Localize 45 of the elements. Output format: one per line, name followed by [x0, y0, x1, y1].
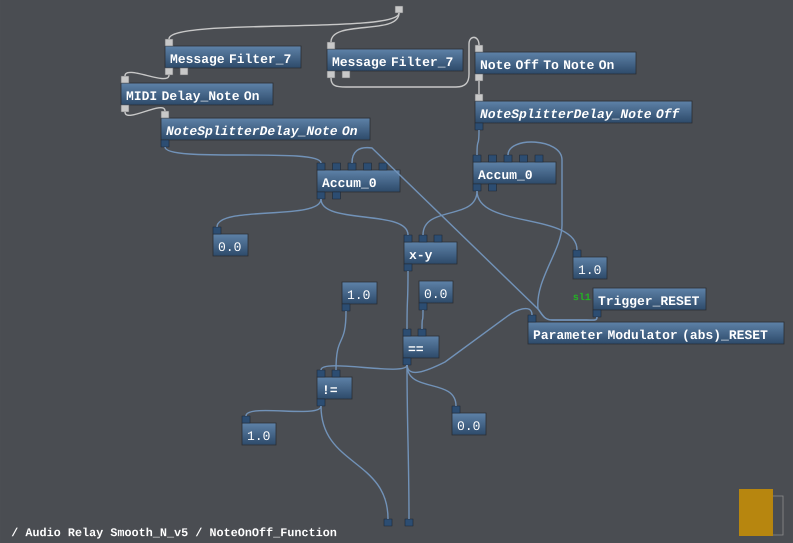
wire: [406, 365, 410, 519]
wire: [320, 364, 408, 370]
wire: [406, 308, 533, 374]
object-box: !=: [316, 376, 352, 400]
node-tag: sl1: [573, 292, 590, 300]
wire: [168, 12, 400, 40]
object-box: x-y: [404, 242, 458, 264]
object-box: Trigger_RESET: [592, 288, 706, 310]
object-box: Parameter Modulator (abs)_RESET: [528, 322, 784, 344]
object-box: MIDI Delay_Note On: [120, 82, 274, 106]
wire: [422, 190, 478, 236]
breadcrumb: / Audio Relay Smooth_N_v5 / NoteOnOff_Function: [12, 527, 336, 539]
value-box: 1.0: [572, 256, 608, 280]
object-box: Accum_0: [316, 170, 400, 192]
object-box: NoteSplitterDelay_Note On: [160, 118, 370, 140]
wire: [335, 310, 347, 370]
object-box: Message Filter_7: [164, 46, 302, 68]
value-box: 1.0: [342, 282, 378, 304]
wire: [245, 406, 322, 416]
wire: [330, 12, 400, 42]
object-box: Note Off To Note On: [474, 52, 636, 74]
wire: [124, 72, 170, 80]
object-box: NoteSplitterDelay_Note Off: [474, 100, 692, 124]
wire: [320, 198, 409, 236]
wire: [124, 107, 166, 116]
port-square: [394, 6, 404, 14]
wire: [476, 190, 578, 250]
wire: [406, 364, 457, 406]
value-box: 0.0: [418, 280, 454, 304]
wire: [164, 146, 322, 164]
port-square: [404, 518, 414, 526]
value-box: 1.0: [242, 422, 276, 446]
wire: [507, 141, 598, 321]
object-box: Message Filter_7: [326, 48, 464, 72]
wire: [320, 406, 389, 520]
wire: [478, 81, 480, 94]
port-square: [384, 518, 392, 526]
wire: [421, 310, 424, 329]
value-box: 0.0: [452, 412, 486, 436]
wire: [406, 271, 409, 329]
object-box: Accum_0: [472, 162, 556, 184]
wire: [476, 130, 480, 155]
wire: [216, 198, 322, 228]
object-box: ==: [402, 336, 440, 358]
value-box: 0.0: [212, 234, 248, 256]
